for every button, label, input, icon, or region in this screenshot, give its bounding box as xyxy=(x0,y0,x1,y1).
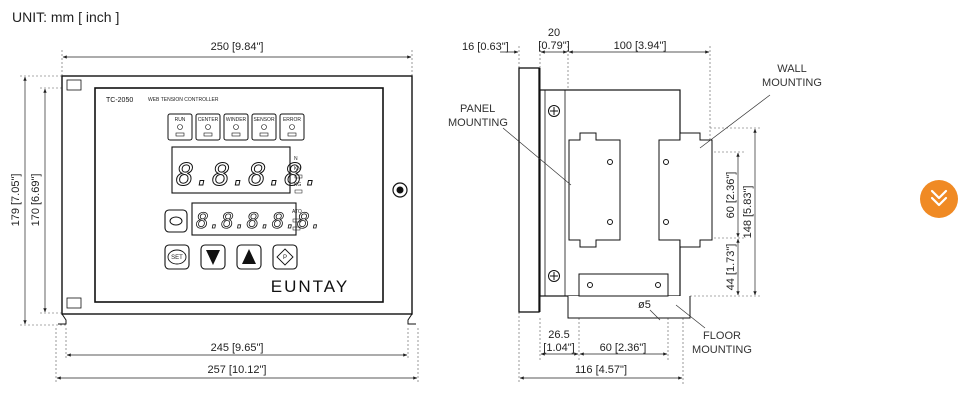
dim-panel-thickness: 16 [0.63"] xyxy=(462,41,509,53)
upper-display-value: 8.8.8.8. xyxy=(176,158,321,193)
svg-text:RUN: RUN xyxy=(175,117,186,123)
callout-floor-line1: FLOOR xyxy=(703,330,741,342)
units-label: UNIT: mm [ inch ] xyxy=(12,9,119,25)
dim-slot-height: 60 [2.36"] xyxy=(725,172,737,219)
screw-icon xyxy=(548,105,560,282)
indicator-error: ERROR xyxy=(279,113,305,141)
svg-text:ERROR: ERROR xyxy=(283,117,301,123)
set-button[interactable]: SET xyxy=(164,244,190,270)
dim-gap-value: 20 xyxy=(548,27,560,39)
indicator-winder: WINDER xyxy=(223,113,249,141)
mode-button[interactable] xyxy=(164,209,188,233)
p-button[interactable]: P xyxy=(272,244,298,270)
indicator-center: CENTER xyxy=(195,113,221,141)
unit-label-kg: KG xyxy=(294,182,301,188)
model-subtitle: WEB TENSION CONTROLLER xyxy=(148,97,219,103)
lower-display xyxy=(191,202,297,236)
upper-display xyxy=(171,146,291,194)
indicator-row: RUN CENTER WINDER SENSOR ERROR xyxy=(167,113,305,141)
indicator-sensor: SENSOR xyxy=(251,113,277,141)
dim-depth: 100 [3.94"] xyxy=(614,40,667,52)
callout-panel-line1: PANEL xyxy=(460,103,495,115)
unit-label-ato: ATO xyxy=(292,209,302,215)
indicator-run: RUN xyxy=(167,113,193,141)
model-label: TC-2050 xyxy=(106,97,133,104)
up-button[interactable] xyxy=(236,244,262,270)
panel-face xyxy=(518,67,540,313)
dim-offset-inch: [1.04"] xyxy=(543,342,574,354)
down-arrow-icon xyxy=(206,250,220,265)
dim-gap-inch: [0.79"] xyxy=(538,40,569,52)
dim-front-height-inner: 170 [6.69"] xyxy=(30,174,42,227)
front-view: 250 [9.84"] 179 [7.05"] 170 [6.69"] 245 … xyxy=(10,41,419,384)
unit-label-n: N xyxy=(294,156,298,162)
svg-text:SENSOR: SENSOR xyxy=(253,117,275,123)
dim-floor-slot: 60 [2.36"] xyxy=(600,342,647,354)
callout-wall-line2: MOUNTING xyxy=(762,77,822,89)
dim-bracket-height: 148 [5.83"] xyxy=(742,186,754,239)
lower-display-value: 8.8.8.8.8. xyxy=(196,209,322,233)
panel-mounting-bracket xyxy=(568,132,621,248)
dim-offset-value: 26.5 xyxy=(548,329,569,341)
double-chevron-down-icon xyxy=(930,189,948,207)
hole-diameter: ø5 xyxy=(638,299,651,311)
wall-mounting-bracket xyxy=(658,132,713,248)
svg-text:CENTER: CENTER xyxy=(198,117,219,123)
callout-floor-line2: MOUNTING xyxy=(692,344,752,356)
dim-lower-height: 44 [1.73"] xyxy=(725,244,737,291)
unit-label-kn: KN xyxy=(294,166,301,172)
svg-text:P: P xyxy=(283,255,287,261)
scroll-down-button[interactable] xyxy=(920,180,958,218)
brand-logo: EUNTAY xyxy=(271,277,349,296)
dim-front-width: 250 [9.84"] xyxy=(211,41,264,53)
floor-mounting-bracket xyxy=(567,296,691,319)
callout-panel-line2: MOUNTING xyxy=(448,117,508,129)
callout-wall-line1: WALL xyxy=(777,63,807,75)
svg-text:WINDER: WINDER xyxy=(226,117,247,123)
dim-front-bottom-inner: 245 [9.65"] xyxy=(211,342,264,354)
down-button[interactable] xyxy=(200,244,226,270)
side-view: 16 [0.63"] 20 [0.79"] 100 [3.94"] 148 [5… xyxy=(448,27,822,384)
dim-front-height-outer: 179 [7.05"] xyxy=(10,174,22,227)
svg-text:SET: SET xyxy=(171,255,183,261)
up-arrow-icon xyxy=(242,249,256,264)
dim-total-depth: 116 [4.57"] xyxy=(575,364,627,376)
dim-front-bottom-outer: 257 [10.12"] xyxy=(208,364,267,376)
